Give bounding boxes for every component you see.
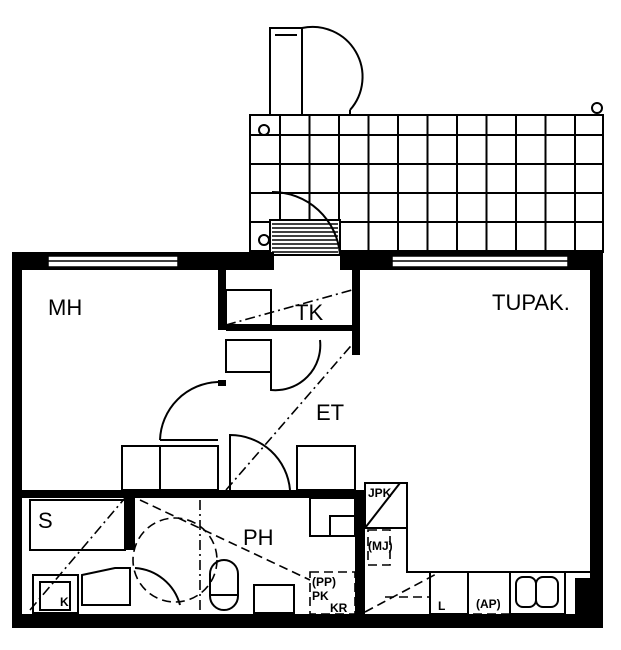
post-icon — [591, 102, 603, 114]
room-label-mh: MH — [48, 295, 82, 320]
fixture-label-k: K — [60, 595, 69, 609]
room-label-s: S — [38, 508, 53, 533]
fixture-label-kr: KR — [330, 601, 348, 615]
fixture-label-ap: (AP) — [476, 597, 501, 611]
circulation-lines — [29, 289, 441, 613]
fixture-label-pk: PK — [312, 589, 329, 603]
entrance-door-to-balcony[interactable] — [269, 190, 341, 256]
windows — [47, 255, 569, 268]
fixture-label-jpk: JPK — [368, 486, 392, 500]
room-label-et: ET — [316, 400, 344, 425]
fixtures — [29, 289, 590, 615]
interior-walls — [22, 270, 590, 616]
balcony-door[interactable] — [269, 25, 364, 116]
fixture-label-pp: (PP) — [312, 575, 336, 589]
fixture-label-l: L — [438, 599, 445, 613]
fixture-label-mj: (MJ) — [368, 539, 393, 553]
room-label-tupak: TUPAK. — [492, 290, 570, 315]
room-label-ph: PH — [243, 525, 274, 550]
room-label-tk: TK — [295, 300, 323, 325]
